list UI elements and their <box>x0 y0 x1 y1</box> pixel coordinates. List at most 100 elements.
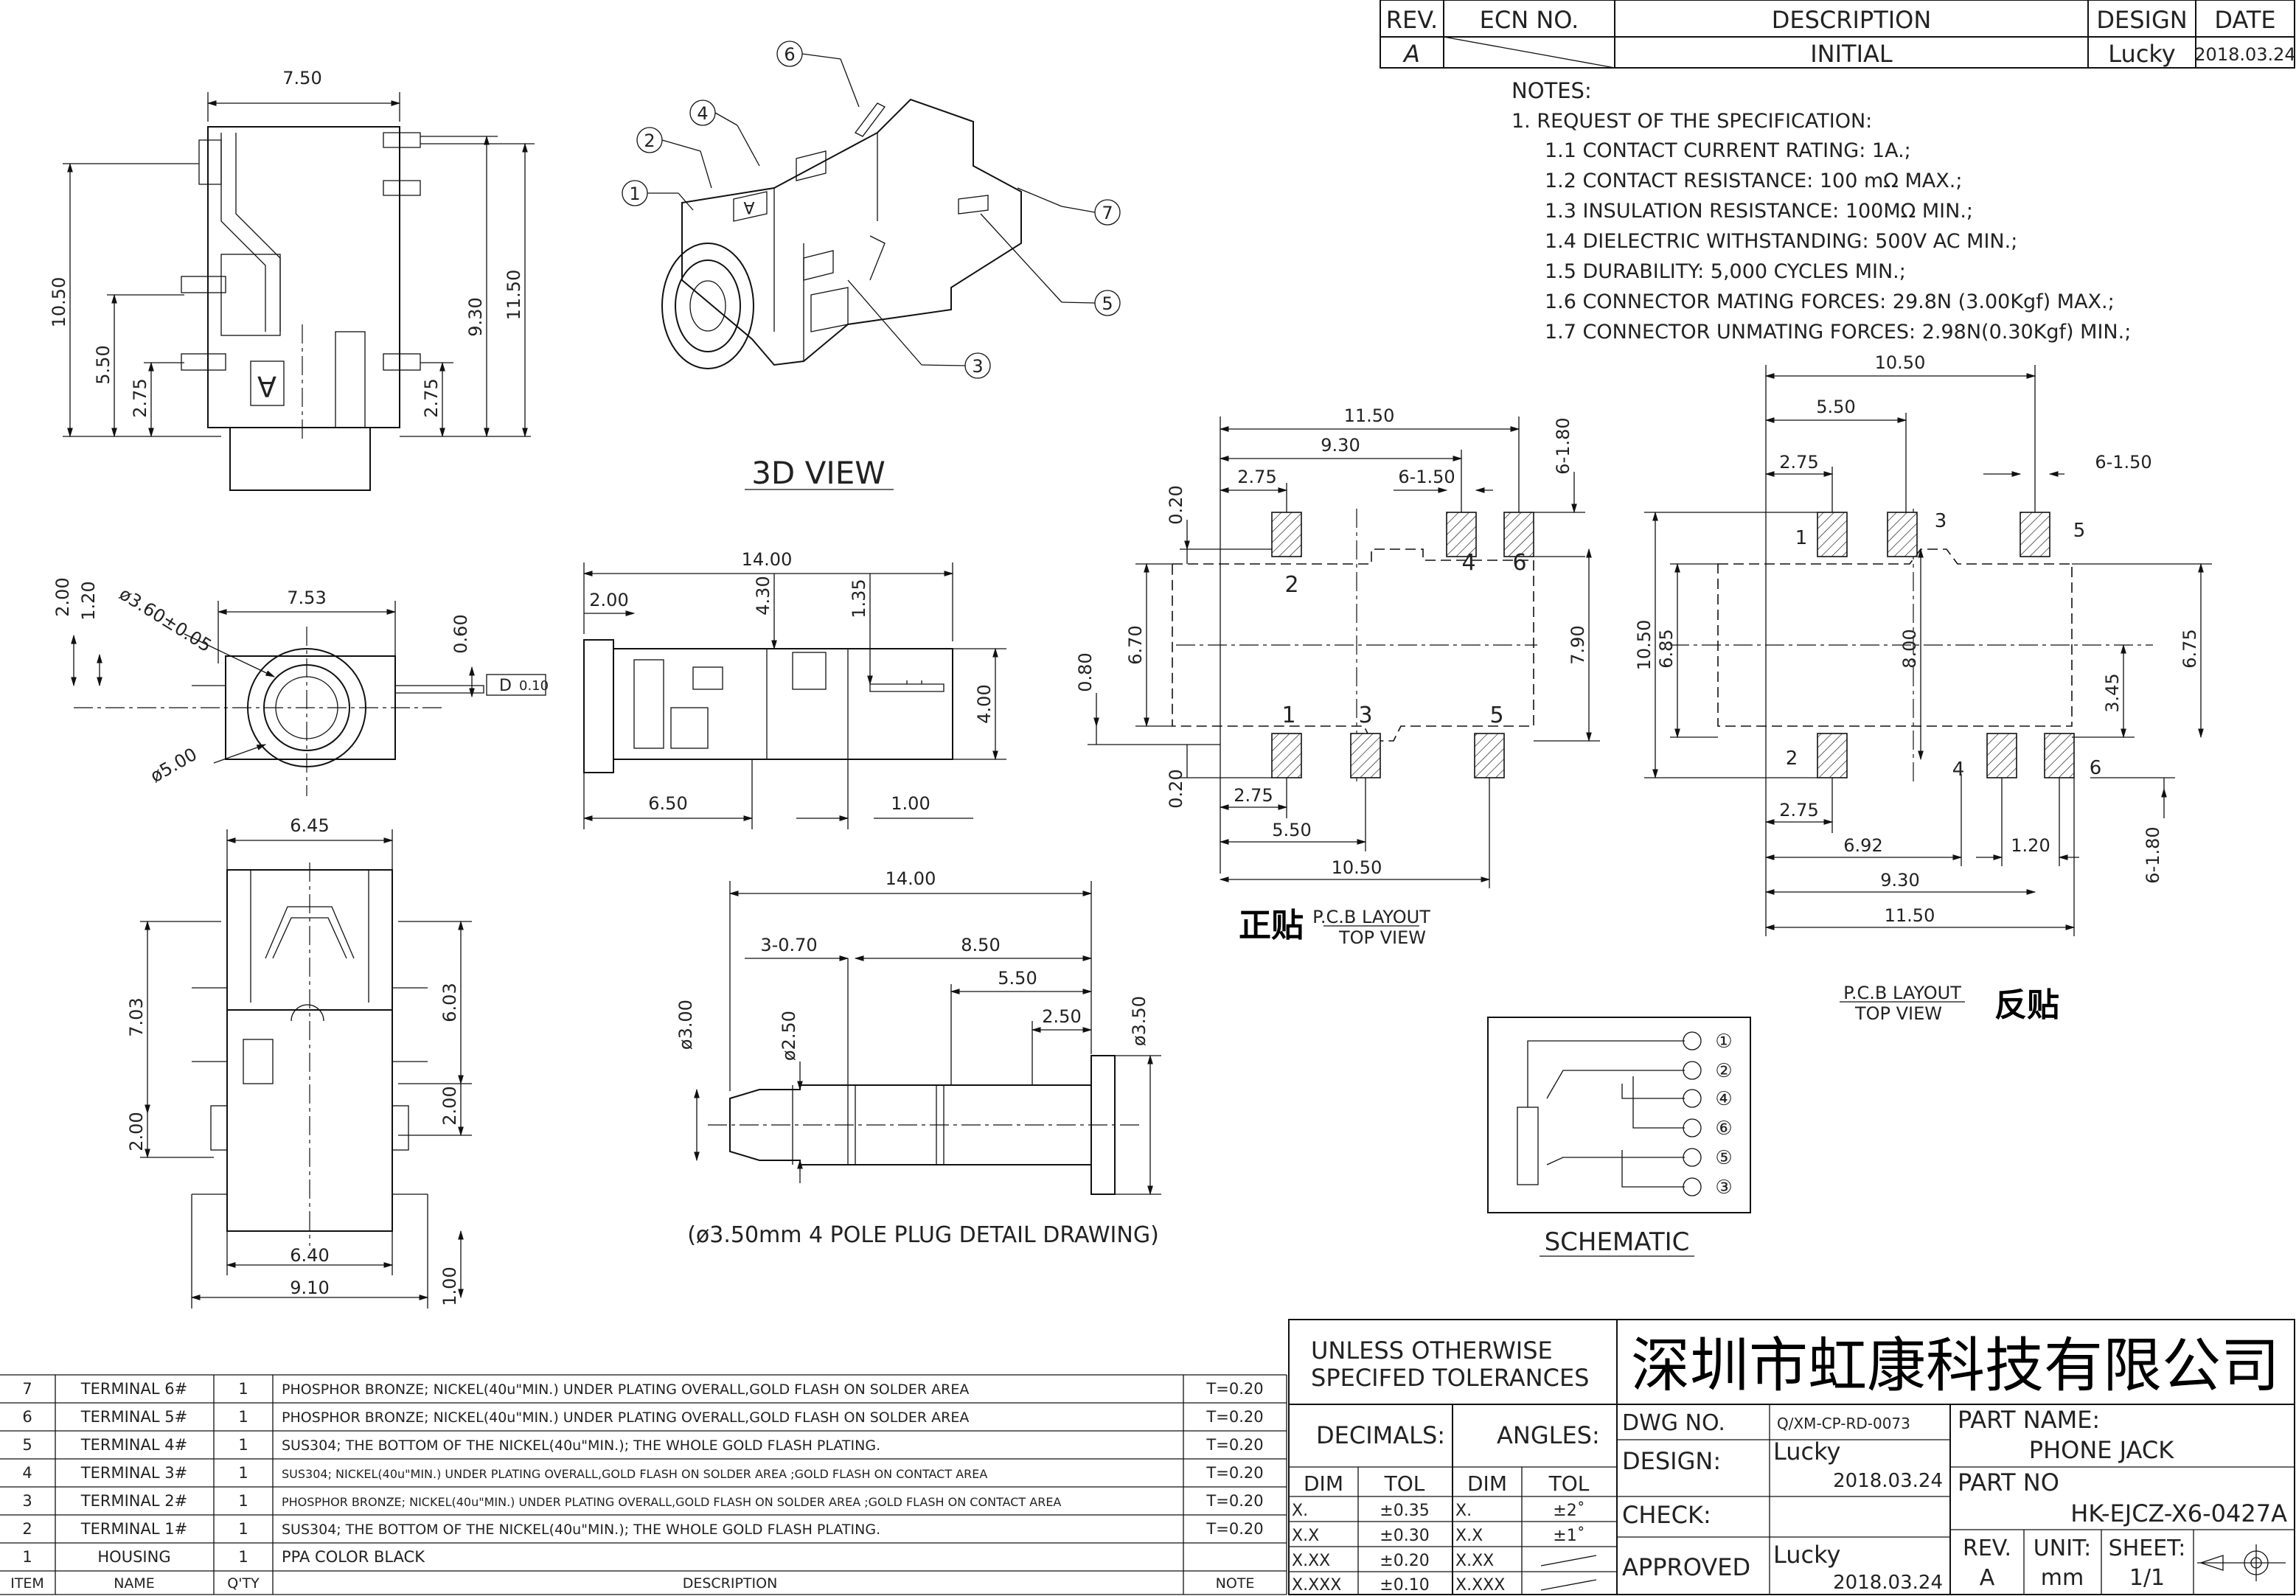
dec-tol-3: ±0.20 <box>1380 1552 1429 1570</box>
dim-v1-h4: 9.30 <box>465 297 486 336</box>
svg-text:A: A <box>743 198 754 216</box>
title-block: UNLESS OTHERWISE SPECIFED TOLERANCES DEC… <box>1288 1319 2295 1595</box>
dim-v3-d: 4.00 <box>974 684 995 723</box>
dim-v4-w3: 9.10 <box>290 1278 329 1298</box>
sch-pin-2: ② <box>1715 1060 1732 1082</box>
plug-caption: (ø3.50mm 4 POLE PLUG DETAIL DRAWING) <box>687 1222 1159 1248</box>
approved-label: APPROVED <box>1622 1553 1750 1581</box>
dec-tol-header: TOL <box>1384 1471 1425 1496</box>
decimals-label: DECIMALS: <box>1316 1421 1445 1449</box>
dim-pcb2-h3: 8.00 <box>1899 629 1920 668</box>
dim-v3-a: 2.00 <box>589 590 628 610</box>
pin-top-6: 6 <box>1512 550 1526 576</box>
dim-v1-h5: 11.50 <box>504 270 524 321</box>
end-view: D 0.10 7.53 2.00 1.20 ø3.60±0.05 ø5.00 0… <box>52 577 549 796</box>
ecn-header: ECN NO. <box>1480 6 1579 34</box>
bom-row: 2 TERMINAL 1# 1 SUS304; THE BOTTOM OF TH… <box>22 1520 1263 1538</box>
dim-pcb2-w1: 10.50 <box>1875 352 1926 373</box>
bom-name: HOUSING <box>97 1548 170 1566</box>
dim-v2-e: 0.60 <box>450 614 471 653</box>
bom-note: T=0.20 <box>1206 1492 1263 1510</box>
bom-item: 7 <box>22 1380 32 1398</box>
dim-v3-width: 14.00 <box>742 549 793 570</box>
dim-v4-h5: 1.00 <box>439 1266 460 1306</box>
bom-header: ITEM NAME Q'TY DESCRIPTION NOTE <box>10 1575 1254 1592</box>
pin-rev-3: 3 <box>1935 510 1947 532</box>
pin-rev-1: 1 <box>1795 527 1808 549</box>
bom-header-item: ITEM <box>10 1575 44 1592</box>
part-no: HK-EJCZ-X6-0427A <box>2070 1499 2287 1527</box>
note-1-6: 1.6 CONNECTOR MATING FORCES: 29.8N (3.00… <box>1545 290 2115 313</box>
description-value: INITIAL <box>1810 40 1893 68</box>
svg-text:2: 2 <box>644 130 655 151</box>
dim-plug-a: 3-0.70 <box>760 935 817 955</box>
dim-pcb2-h2: 6.85 <box>1656 629 1677 668</box>
bom-header-note: NOTE <box>1216 1575 1255 1592</box>
notes-item-1: 1. REQUEST OF THE SPECIFICATION: <box>1511 110 1872 133</box>
dim-v4-h4: 2.00 <box>126 1112 147 1151</box>
note-1-1: 1.1 CONTACT CURRENT RATING: 1A.; <box>1545 139 1911 162</box>
bom-row: 5 TERMINAL 4# 1 SUS304; THE BOTTOM OF TH… <box>22 1436 1263 1454</box>
sheet-value: 1/1 <box>2129 1565 2165 1591</box>
dim-v1-h1: 10.50 <box>49 277 69 328</box>
dim-v3-b: 4.30 <box>753 576 773 615</box>
dec-tol-2: ±0.30 <box>1380 1527 1429 1545</box>
ang-dim-1: X. <box>1455 1502 1472 1520</box>
sch-pin-1: ① <box>1715 1031 1732 1053</box>
dim-pcb2-w3: 2.75 <box>1779 452 1818 473</box>
bom-desc: PHOSPHOR BRONZE; NICKEL(40u"MIN.) UNDER … <box>282 1409 969 1426</box>
dim-plug-c: 5.50 <box>998 968 1037 989</box>
svg-text:5: 5 <box>1102 293 1113 314</box>
bom-row: 4 TERMINAL 3# 1 SUS304; NICKEL(40u"MIN.)… <box>22 1464 1263 1482</box>
part-no-label: PART NO <box>1958 1468 2059 1496</box>
pin-rev-5: 5 <box>2073 520 2086 542</box>
dim-pcb2-h1: 10.50 <box>1634 620 1655 671</box>
svg-text:6: 6 <box>784 44 795 65</box>
sch-pin-4: ④ <box>1715 1088 1732 1110</box>
svg-text:3: 3 <box>972 356 983 377</box>
unit-value: mm <box>2041 1565 2084 1591</box>
dec-tol-1: ±0.35 <box>1380 1502 1429 1520</box>
dim-pcb2-h5: 6.75 <box>2180 629 2200 668</box>
bom-note: T=0.20 <box>1206 1520 1263 1538</box>
pcb-layout-rev: 1 3 5 2 4 6 10.50 5.50 2.75 6-1.50 10.50… <box>1634 352 2212 1024</box>
pin-top-2: 2 <box>1284 572 1298 598</box>
bom-item: 4 <box>22 1464 32 1482</box>
dim-v4-w2: 6.40 <box>290 1245 329 1266</box>
pin-top-5: 5 <box>1489 703 1503 728</box>
callout-2: 2 <box>636 127 712 189</box>
bom-name: TERMINAL 1# <box>80 1520 187 1538</box>
sch-pin-5: ⑤ <box>1715 1147 1732 1169</box>
bom-desc: PHOSPHOR BRONZE; NICKEL(40u"MIN.) UNDER … <box>282 1381 969 1398</box>
design-date: 2018.03.24 <box>1833 1470 1943 1492</box>
dec-dim-4: X.XXX <box>1292 1576 1341 1595</box>
rev-header: REV. <box>1386 6 1438 34</box>
bom-name: TERMINAL 2# <box>80 1492 187 1510</box>
date-value: 2018.03.24 <box>2194 44 2295 65</box>
view-3d-label: 3D VIEW <box>751 455 886 491</box>
dim-pcb1-w3: 2.75 <box>1237 467 1276 487</box>
bom-row: 1 HOUSING 1 PPA COLOR BLACK <box>22 1548 425 1566</box>
bom-name: TERMINAL 3# <box>80 1464 187 1482</box>
bom-qty: 1 <box>238 1464 248 1482</box>
dim-pcb1-w5: 6-1.80 <box>1553 417 1573 474</box>
bom-header-desc: DESCRIPTION <box>683 1575 778 1592</box>
dim-pcb1-b2: 5.50 <box>1272 820 1311 840</box>
bom-qty: 1 <box>238 1492 248 1510</box>
company-name: 深圳市虹康科技有限公司 <box>1631 1331 2280 1400</box>
callout-5: 5 <box>980 213 1121 316</box>
dec-tol-4: ±0.10 <box>1380 1576 1429 1595</box>
dim-plug-d: 2.50 <box>1042 1006 1081 1027</box>
dim-v4-h1: 7.03 <box>126 997 147 1036</box>
bom-item: 5 <box>22 1436 32 1454</box>
bom-name: TERMINAL 6# <box>80 1380 187 1398</box>
bom-qty: 1 <box>238 1520 248 1538</box>
dim-pcb2-b2: 6.92 <box>1843 835 1882 856</box>
unit-label: UNIT: <box>2034 1536 2091 1561</box>
dec-dim-header: DIM <box>1304 1471 1343 1496</box>
callout-1: 1 <box>622 180 694 211</box>
dec-dim-2: X.X <box>1292 1527 1319 1545</box>
dim-v1-h3: 2.75 <box>130 378 150 417</box>
notes-title: NOTES: <box>1511 78 1592 103</box>
